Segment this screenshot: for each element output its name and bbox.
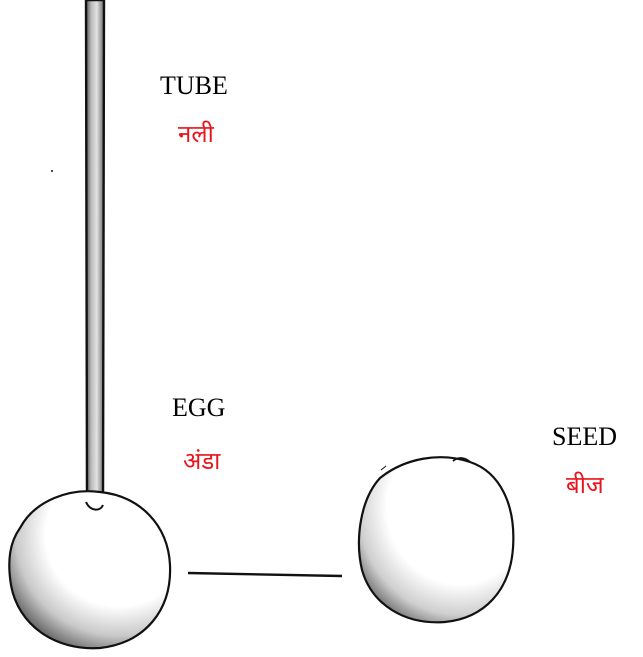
seed-label-hindi: बीज xyxy=(566,471,604,499)
seed-label-english: SEED xyxy=(552,422,617,451)
connector-line xyxy=(187,571,343,578)
egg xyxy=(8,490,172,650)
tube-label-hindi: नली xyxy=(178,120,214,148)
egg-label-english: EGG xyxy=(172,393,226,422)
egg-label-hindi: अंडा xyxy=(183,447,221,475)
speck xyxy=(51,170,53,172)
tube xyxy=(84,0,106,510)
speck xyxy=(380,465,387,471)
tube-label-english: TUBE xyxy=(160,71,228,100)
seed xyxy=(357,456,515,624)
